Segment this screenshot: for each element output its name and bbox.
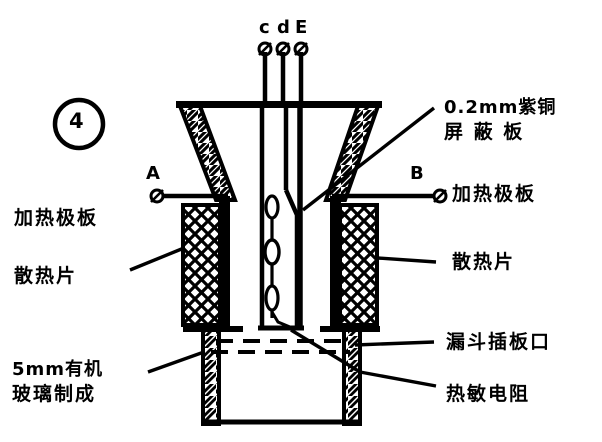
- funnel-assembly: [176, 101, 382, 202]
- terminal-ring-A: [149, 188, 165, 204]
- funnel-wall-left: [177, 104, 238, 202]
- label-thermistor: 热敏电阻: [446, 383, 531, 405]
- leader-thermistor-b: [359, 370, 437, 388]
- terminal-label-d: d: [277, 17, 291, 38]
- terminal-ring-c: [257, 41, 273, 57]
- center-tube-assembly: [258, 104, 304, 331]
- leader-lines: [129, 106, 437, 388]
- funnel-wall-right: [323, 104, 381, 202]
- chamber-ledge-left: [183, 326, 243, 332]
- terminal-slash-c: [258, 42, 272, 56]
- heat-sink-right: [338, 203, 379, 327]
- side-terminal-B: [332, 188, 448, 204]
- label-acrylic-line2: 玻璃制成: [12, 383, 97, 405]
- label-heatsink-right: 散热片: [452, 251, 516, 273]
- heat-sink-left: [181, 203, 222, 327]
- thermistor-bead-3: [264, 284, 280, 312]
- lower-acrylic-chamber: [183, 326, 380, 426]
- leader-acrylic: [147, 350, 205, 374]
- label-shield-plate-line1: 0.2mm紫铜: [444, 97, 557, 118]
- label-heatsink-left: 散热片: [14, 265, 78, 287]
- label-heater-plate-right: 加热极板: [452, 183, 537, 205]
- thermistor-beads: [263, 194, 281, 312]
- leader-thermistor-a: [290, 328, 361, 374]
- terminal-label-A: A: [146, 163, 161, 184]
- label-funnel-slot: 漏斗插板口: [446, 331, 552, 353]
- thermistor-bead-1: [264, 194, 280, 220]
- index-circle: [52, 97, 106, 151]
- terminal-slash-B: [433, 189, 447, 203]
- thermistor-bead-2: [263, 238, 281, 266]
- funnel-top-rim: [176, 101, 382, 108]
- top-terminal-wires: [257, 41, 309, 104]
- terminal-slash-E: [294, 42, 308, 56]
- leader-funnel-slot: [354, 340, 435, 347]
- tube-wall-inner-lower: [283, 189, 300, 330]
- chamber-wall-left: [201, 328, 221, 426]
- terminal-slash-d: [276, 42, 290, 56]
- thermistor-lead: [270, 311, 291, 329]
- terminal-label-c: c: [259, 17, 271, 38]
- terminal-ring-E: [293, 41, 309, 57]
- terminal-slash-A: [150, 189, 164, 203]
- figure-index-circle: [52, 97, 106, 151]
- terminal-label-E: E: [295, 17, 308, 38]
- label-heater-plate-left: 加热极板: [14, 207, 99, 229]
- label-acrylic-line1: 5mm有机: [12, 359, 104, 380]
- heat-sink-blocks: [181, 203, 379, 327]
- side-terminal-A: [149, 188, 228, 204]
- figure-index-number: 4: [69, 109, 85, 133]
- heating-plate-right: [330, 196, 341, 328]
- leader-heatsink-left: [129, 246, 185, 272]
- terminal-ring-d: [275, 41, 291, 57]
- heating-plates: [219, 196, 341, 328]
- leader-shield-plate: [301, 106, 436, 212]
- terminal-ring-B: [432, 188, 448, 204]
- chamber-ledge-right: [320, 326, 380, 332]
- label-shield-plate-line2: 屏 蔽 板: [444, 121, 525, 143]
- heating-plate-left: [219, 196, 230, 328]
- terminal-label-B: B: [410, 163, 425, 184]
- leader-heatsink-right: [377, 256, 437, 264]
